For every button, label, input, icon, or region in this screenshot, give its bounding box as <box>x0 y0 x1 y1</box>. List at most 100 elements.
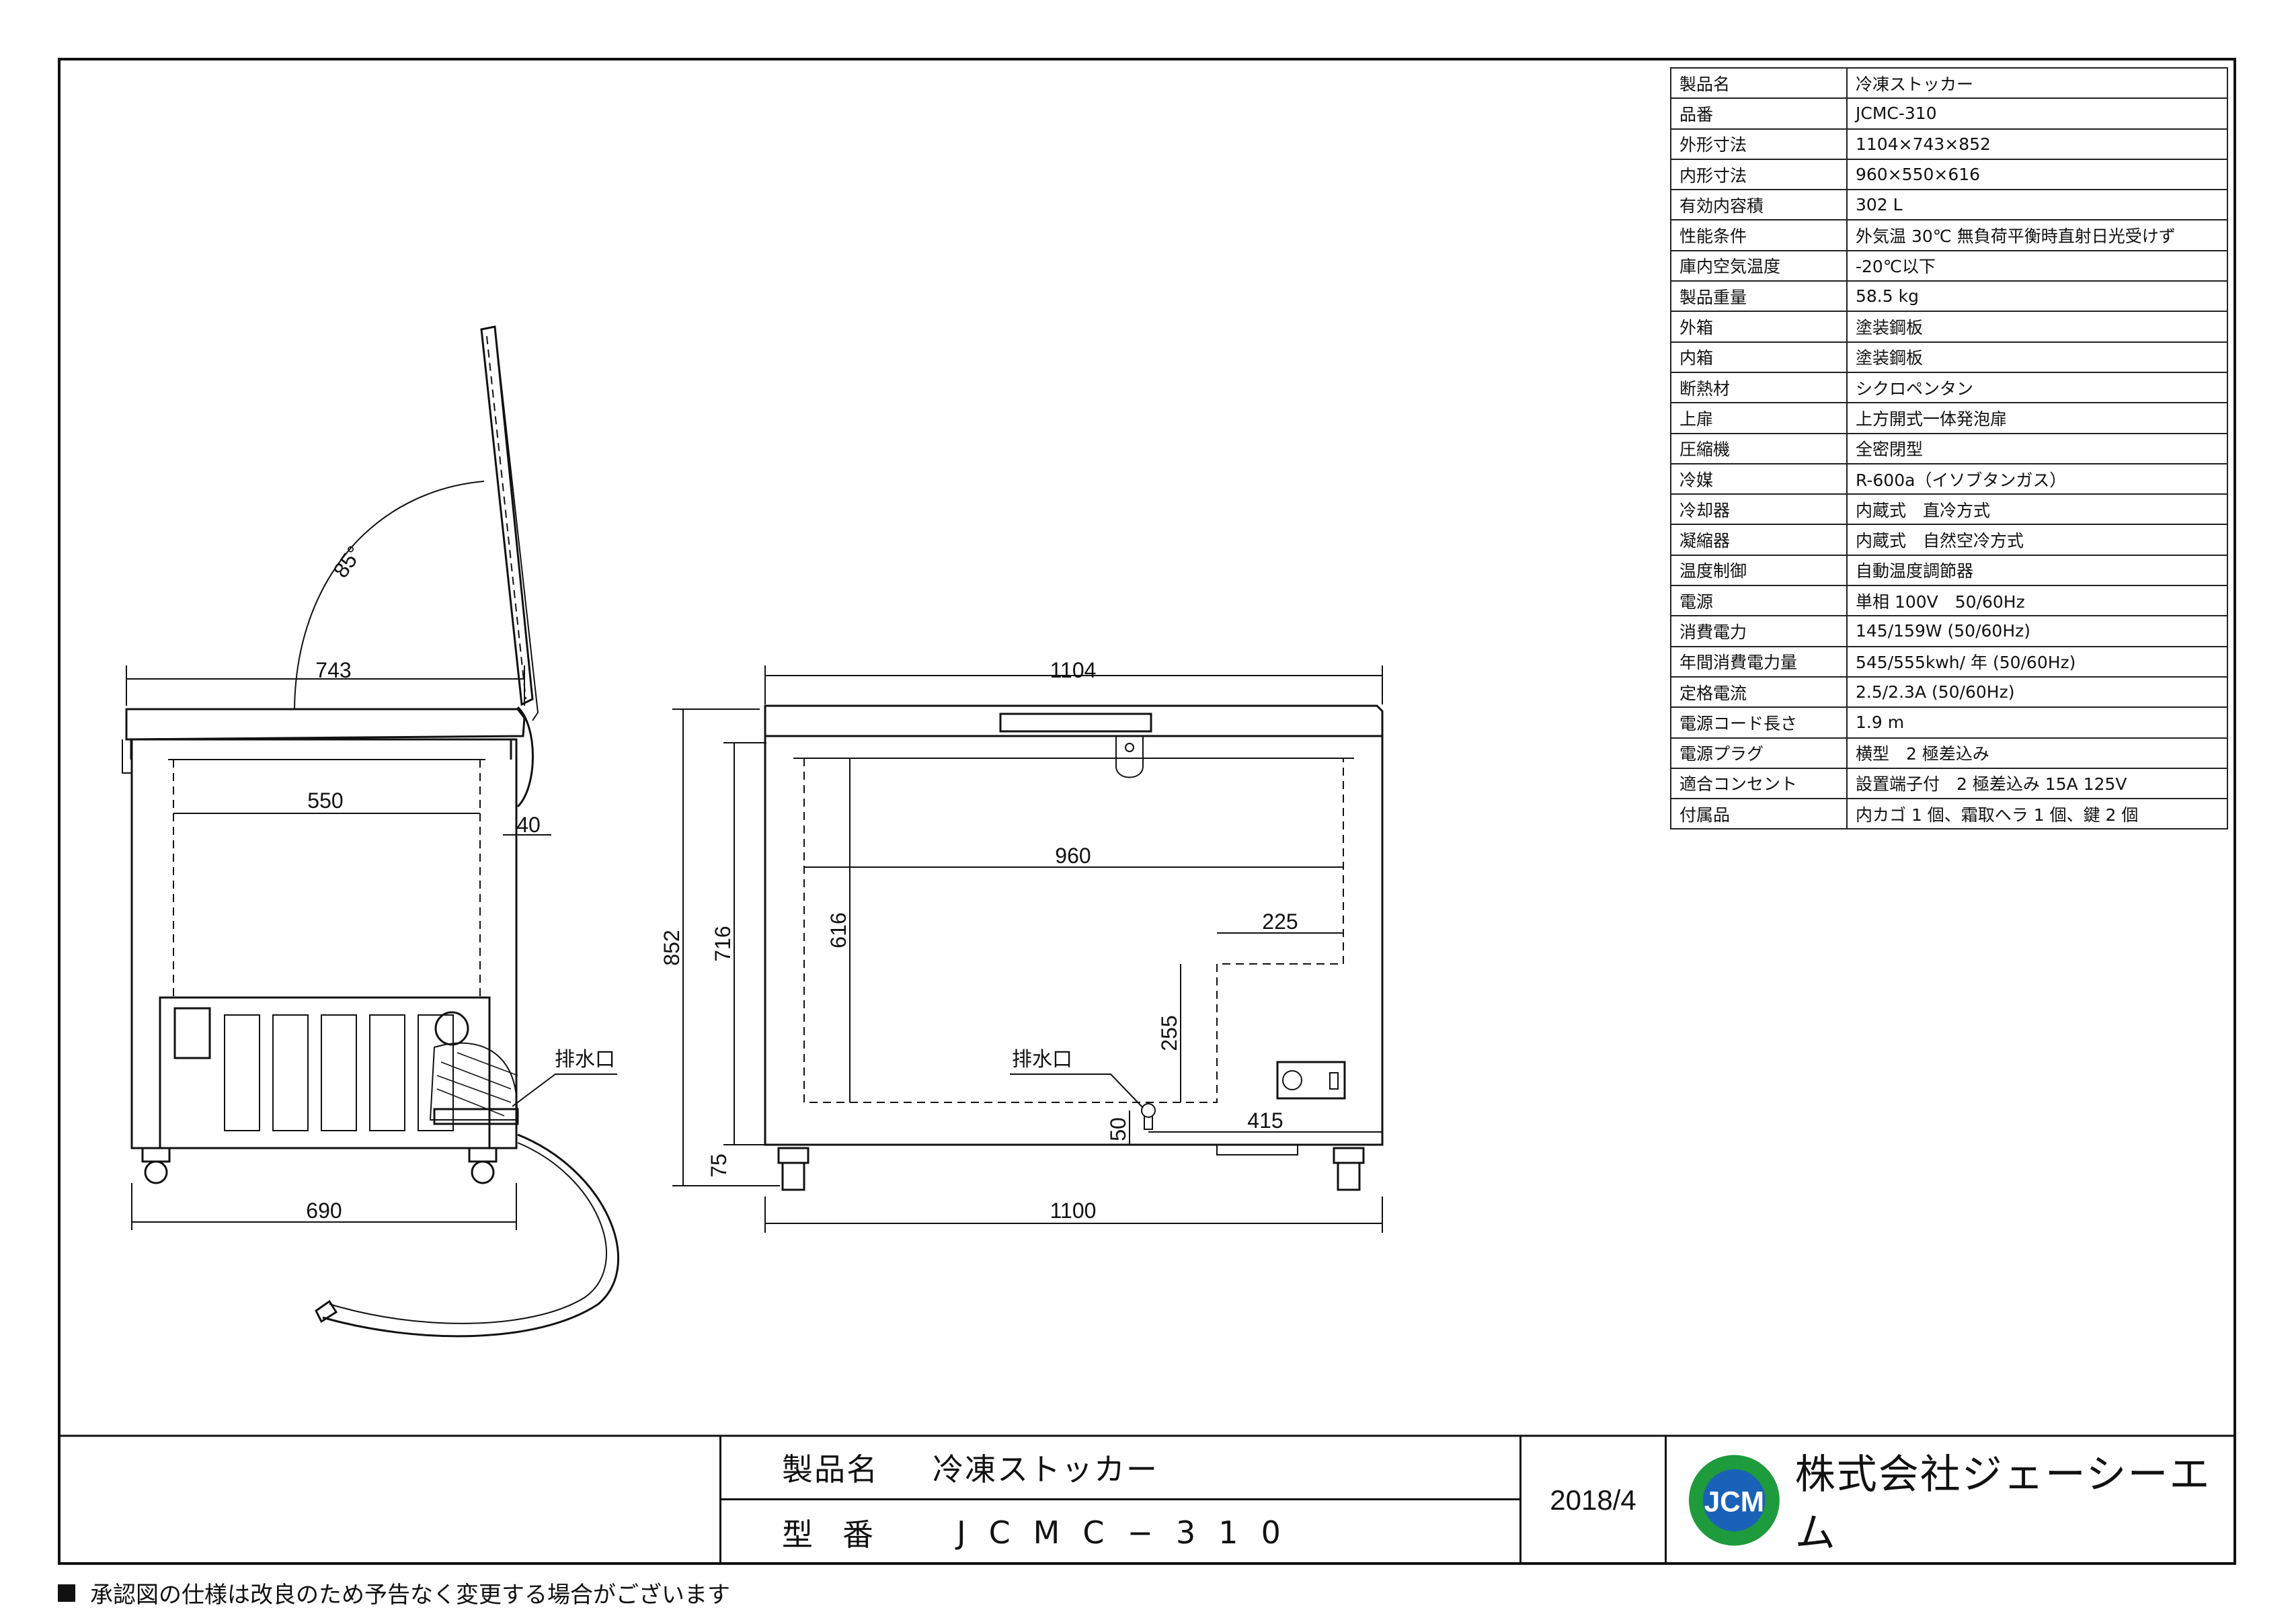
front-drain-label: 排水口 <box>1012 1049 1072 1071</box>
spec-key: 断熱材 <box>1670 371 1848 404</box>
spec-key: 庫内空気温度 <box>1670 249 1848 282</box>
spec-row: 庫内空気温度-20℃以下 <box>1670 249 2228 282</box>
spec-key: 製品名 <box>1670 67 1848 99</box>
spec-value: JCMC-310 <box>1846 97 2228 130</box>
dim-height-caster: 75 <box>707 1153 731 1178</box>
company-name: 株式会社ジェーシーエム <box>1794 1451 2211 1557</box>
spec-key: 外箱 <box>1670 311 1848 343</box>
spec-key: 凝縮器 <box>1670 524 1848 556</box>
dim-width-base: 1100 <box>1050 1199 1097 1223</box>
spec-key: 外形寸法 <box>1670 128 1848 160</box>
spec-value: -20℃以下 <box>1846 249 2228 282</box>
dim-height-inner: 616 <box>826 912 851 948</box>
dim-base-depth: 690 <box>306 1199 342 1223</box>
dim-drain-height: 50 <box>1106 1117 1130 1141</box>
spec-row: 電源単相 100V 50/60Hz <box>1670 585 2228 617</box>
front-view <box>672 665 1384 1233</box>
spec-key: 年間消費電力量 <box>1670 645 1848 678</box>
approval-note-text: 承認図の仕様は改良のため予告なく変更する場合がございます <box>90 1582 730 1609</box>
dim-depth-outer: 743 <box>315 658 351 682</box>
product-name-label: 製品名 <box>782 1451 879 1488</box>
spec-value: 2.5/2.3A (50/60Hz) <box>1846 676 2228 708</box>
spec-value: シクロペンタン <box>1846 371 2228 404</box>
spec-value: 自動温度調節器 <box>1846 554 2228 587</box>
spec-value: 内蔵式 自然空冷方式 <box>1846 524 2228 556</box>
spec-value: R-600a（イソブタンガス） <box>1846 462 2228 495</box>
spec-row: 圧縮機全密閉型 <box>1670 432 2228 464</box>
spec-value: 横型 2 極差込み <box>1846 737 2228 769</box>
spec-row: 電源プラグ横型 2 極差込み <box>1670 737 2228 769</box>
spec-row: 上扉上方開式一体発泡扉 <box>1670 402 2228 434</box>
spec-value: 内蔵式 直冷方式 <box>1846 493 2228 526</box>
spec-row: 冷却器内蔵式 直冷方式 <box>1670 493 2228 526</box>
product-name-value: 冷凍ストッカー <box>933 1451 1158 1488</box>
model-row: 型番 JCMC−310 <box>719 1500 1519 1565</box>
spec-value: 545/555kwh/ 年 (50/60Hz) <box>1846 645 2228 678</box>
spec-key: 電源 <box>1670 585 1848 617</box>
spec-row: 外箱塗装鋼板 <box>1670 311 2228 343</box>
spec-key: 冷却器 <box>1670 493 1848 526</box>
spec-key: 冷媒 <box>1670 462 1848 495</box>
spec-value: 145/159W (50/60Hz) <box>1846 615 2228 647</box>
spec-key: 有効内容積 <box>1670 189 1848 221</box>
spec-row: 適合コンセント設置端子付 2 極差込み 15A 125V <box>1670 767 2228 800</box>
spec-key: 内形寸法 <box>1670 158 1848 191</box>
spec-key: 適合コンセント <box>1670 767 1848 800</box>
spec-key: 付属品 <box>1670 798 1848 830</box>
spec-key: 圧縮機 <box>1670 432 1848 464</box>
spec-value: 設置端子付 2 極差込み 15A 125V <box>1846 767 2228 800</box>
side-view <box>122 325 620 1338</box>
spec-value: 全密閉型 <box>1846 432 2228 464</box>
model-label: 型番 <box>782 1516 903 1553</box>
spec-key: 電源コード長さ <box>1670 706 1848 739</box>
spec-key: 製品重量 <box>1670 280 1848 313</box>
drawing-date: 2018/4 <box>1519 1436 1665 1565</box>
drawing-frame <box>58 58 2236 1565</box>
spec-value: 302 L <box>1846 189 2228 221</box>
dim-lid-angle: 85° <box>328 542 366 582</box>
company-block: JCM 株式会社ジェーシーエム <box>1665 1436 2236 1565</box>
product-name-row: 製品名 冷凍ストッカー <box>719 1436 1519 1500</box>
spec-key: 消費電力 <box>1670 615 1848 647</box>
dim-depth-inner: 550 <box>307 788 343 813</box>
spec-key: 性能条件 <box>1670 219 1848 251</box>
spec-value: 冷凍ストッカー <box>1846 67 2228 99</box>
spec-row: 凝縮器内蔵式 自然空冷方式 <box>1670 524 2228 556</box>
spec-key: 上扉 <box>1670 402 1848 434</box>
spec-value: 塗装鋼板 <box>1846 311 2228 343</box>
dim-height-body: 716 <box>711 926 735 961</box>
spec-row: 断熱材シクロペンタン <box>1670 371 2228 404</box>
spec-row: 内箱塗装鋼板 <box>1670 341 2228 373</box>
dim-drain-offset: 415 <box>1247 1108 1283 1133</box>
spec-key: 内箱 <box>1670 341 1848 373</box>
spec-value: 塗装鋼板 <box>1846 341 2228 373</box>
dim-lid-offset: 40 <box>516 813 541 837</box>
jcm-logo-icon: JCM <box>1688 1455 1780 1546</box>
spec-value: 58.5 kg <box>1846 280 2228 313</box>
side-drain-label: 排水口 <box>555 1049 615 1071</box>
spec-value: 1104×743×852 <box>1846 128 2228 160</box>
spec-row: 付属品内カゴ 1 個、霜取ヘラ 1 個、鍵 2 個 <box>1670 798 2228 830</box>
logo-text: JCM <box>1704 1486 1765 1517</box>
title-block: 製品名 冷凍ストッカー 型番 JCMC−310 2018/4 JCM 株式会社ジ… <box>58 1436 2236 1565</box>
spec-value: 内カゴ 1 個、霜取ヘラ 1 個、鍵 2 個 <box>1846 798 2228 830</box>
spec-value: 単相 100V 50/60Hz <box>1846 585 2228 617</box>
dim-width-inner: 960 <box>1055 844 1091 868</box>
spec-key: 温度制御 <box>1670 554 1848 587</box>
dim-width-outer: 1104 <box>1050 658 1097 682</box>
spec-key: 品番 <box>1670 97 1848 130</box>
spec-key: 定格電流 <box>1670 676 1848 708</box>
dim-height-total: 852 <box>660 930 684 965</box>
spec-value: 1.9 m <box>1846 706 2228 739</box>
spec-value: 960×550×616 <box>1846 158 2228 191</box>
